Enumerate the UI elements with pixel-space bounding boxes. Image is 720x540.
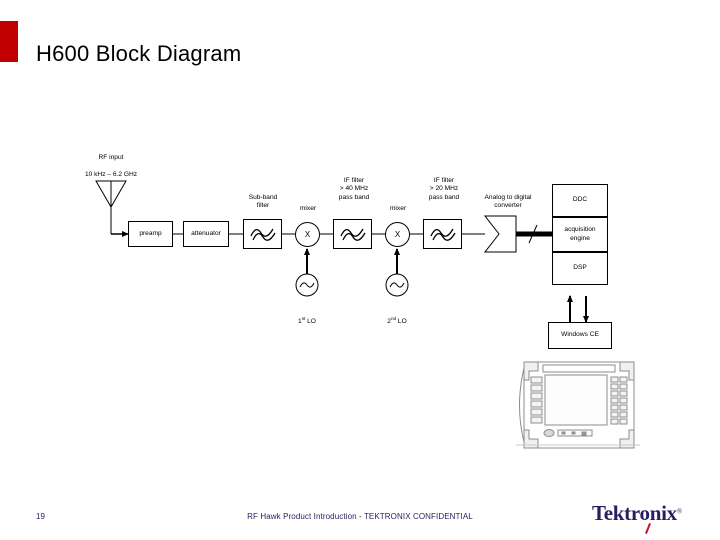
footer-confidentiality-text: RF Hawk Product Introduction - TEKTRONIX… xyxy=(247,512,473,521)
rf-input-label: RF input 10 kHz – 6.2 GHz xyxy=(56,146,166,180)
iffilter2-caption: IF filter > 20 MHz pass band xyxy=(428,177,460,201)
rf-input-label-line2: 10 kHz – 6.2 GHz xyxy=(84,171,138,179)
adc-caption: Analog to digital converter xyxy=(484,194,532,210)
block-if-filter-1[interactable] xyxy=(333,219,372,249)
tektronix-wordmark: Tektronix xyxy=(592,501,677,525)
block-attenuator[interactable]: attenuator xyxy=(183,221,229,247)
block-acquisition-engine[interactable]: acquisition engine xyxy=(552,217,608,252)
lo2-ordinal-suffix: nd xyxy=(390,316,397,322)
block-dsp-label: DSP xyxy=(573,264,587,272)
title-accent-bar xyxy=(0,21,18,62)
subband-filter-caption: Sub-band filter xyxy=(248,194,278,210)
block-windows-ce-label: Windows CE xyxy=(561,331,599,339)
lo-feed-wires xyxy=(304,248,400,278)
block-subband-filter[interactable] xyxy=(243,219,282,249)
block-ddc-label: DDC xyxy=(572,196,588,204)
lo1-ordinal-suffix: st xyxy=(301,316,306,322)
mixer-1-glyph: X xyxy=(304,230,311,239)
block-mixer-2[interactable]: X xyxy=(385,222,410,247)
block-preamp[interactable]: preamp xyxy=(128,221,173,247)
lo2-oscillator-icon xyxy=(385,273,409,297)
lo2-label: 2nd LO xyxy=(377,307,417,327)
block-mixer-1[interactable]: X xyxy=(295,222,320,247)
iffilter1-caption: IF filter > 40 MHz pass band xyxy=(338,177,370,201)
footer-page-number: 19 xyxy=(36,512,45,521)
block-windows-ce[interactable]: Windows CE xyxy=(548,322,612,349)
lo1-ordinal: 1 xyxy=(298,318,302,326)
tektronix-trademark: ® xyxy=(676,507,683,516)
lo2-ordinal: 2 xyxy=(387,318,391,326)
adc-block-shape xyxy=(483,215,517,253)
mixer-2-glyph: X xyxy=(394,230,401,239)
mixer2-caption: mixer xyxy=(389,205,407,212)
tektronix-logo: Tektronix® xyxy=(592,503,698,535)
dsp-os-link-wires xyxy=(567,295,589,323)
block-attenuator-label: attenuator xyxy=(191,229,221,237)
antenna-icon xyxy=(95,180,127,234)
rf-input-label-line1: RF input xyxy=(98,154,124,162)
filter-symbol-icon xyxy=(339,228,366,241)
lo1-label-tail: LO xyxy=(305,318,316,326)
lo2-label-tail: LO xyxy=(396,318,407,326)
block-preamp-label: preamp xyxy=(139,229,162,237)
handheld-spectrum-analyzer-illustration xyxy=(516,361,640,449)
block-dsp[interactable]: DSP xyxy=(552,252,608,285)
lo1-label: 1st LO xyxy=(287,307,327,327)
mixer1-caption: mixer xyxy=(299,205,317,212)
filter-symbol-icon xyxy=(429,228,456,241)
filter-symbol-icon xyxy=(249,228,276,241)
digital-bus-wire xyxy=(516,224,552,244)
block-if-filter-2[interactable] xyxy=(423,219,462,249)
page-title: H600 Block Diagram xyxy=(36,41,242,66)
block-ddc[interactable]: DDC xyxy=(552,184,608,217)
block-acquisition-engine-label: acquisition engine xyxy=(564,226,596,242)
lo1-oscillator-icon xyxy=(295,273,319,297)
